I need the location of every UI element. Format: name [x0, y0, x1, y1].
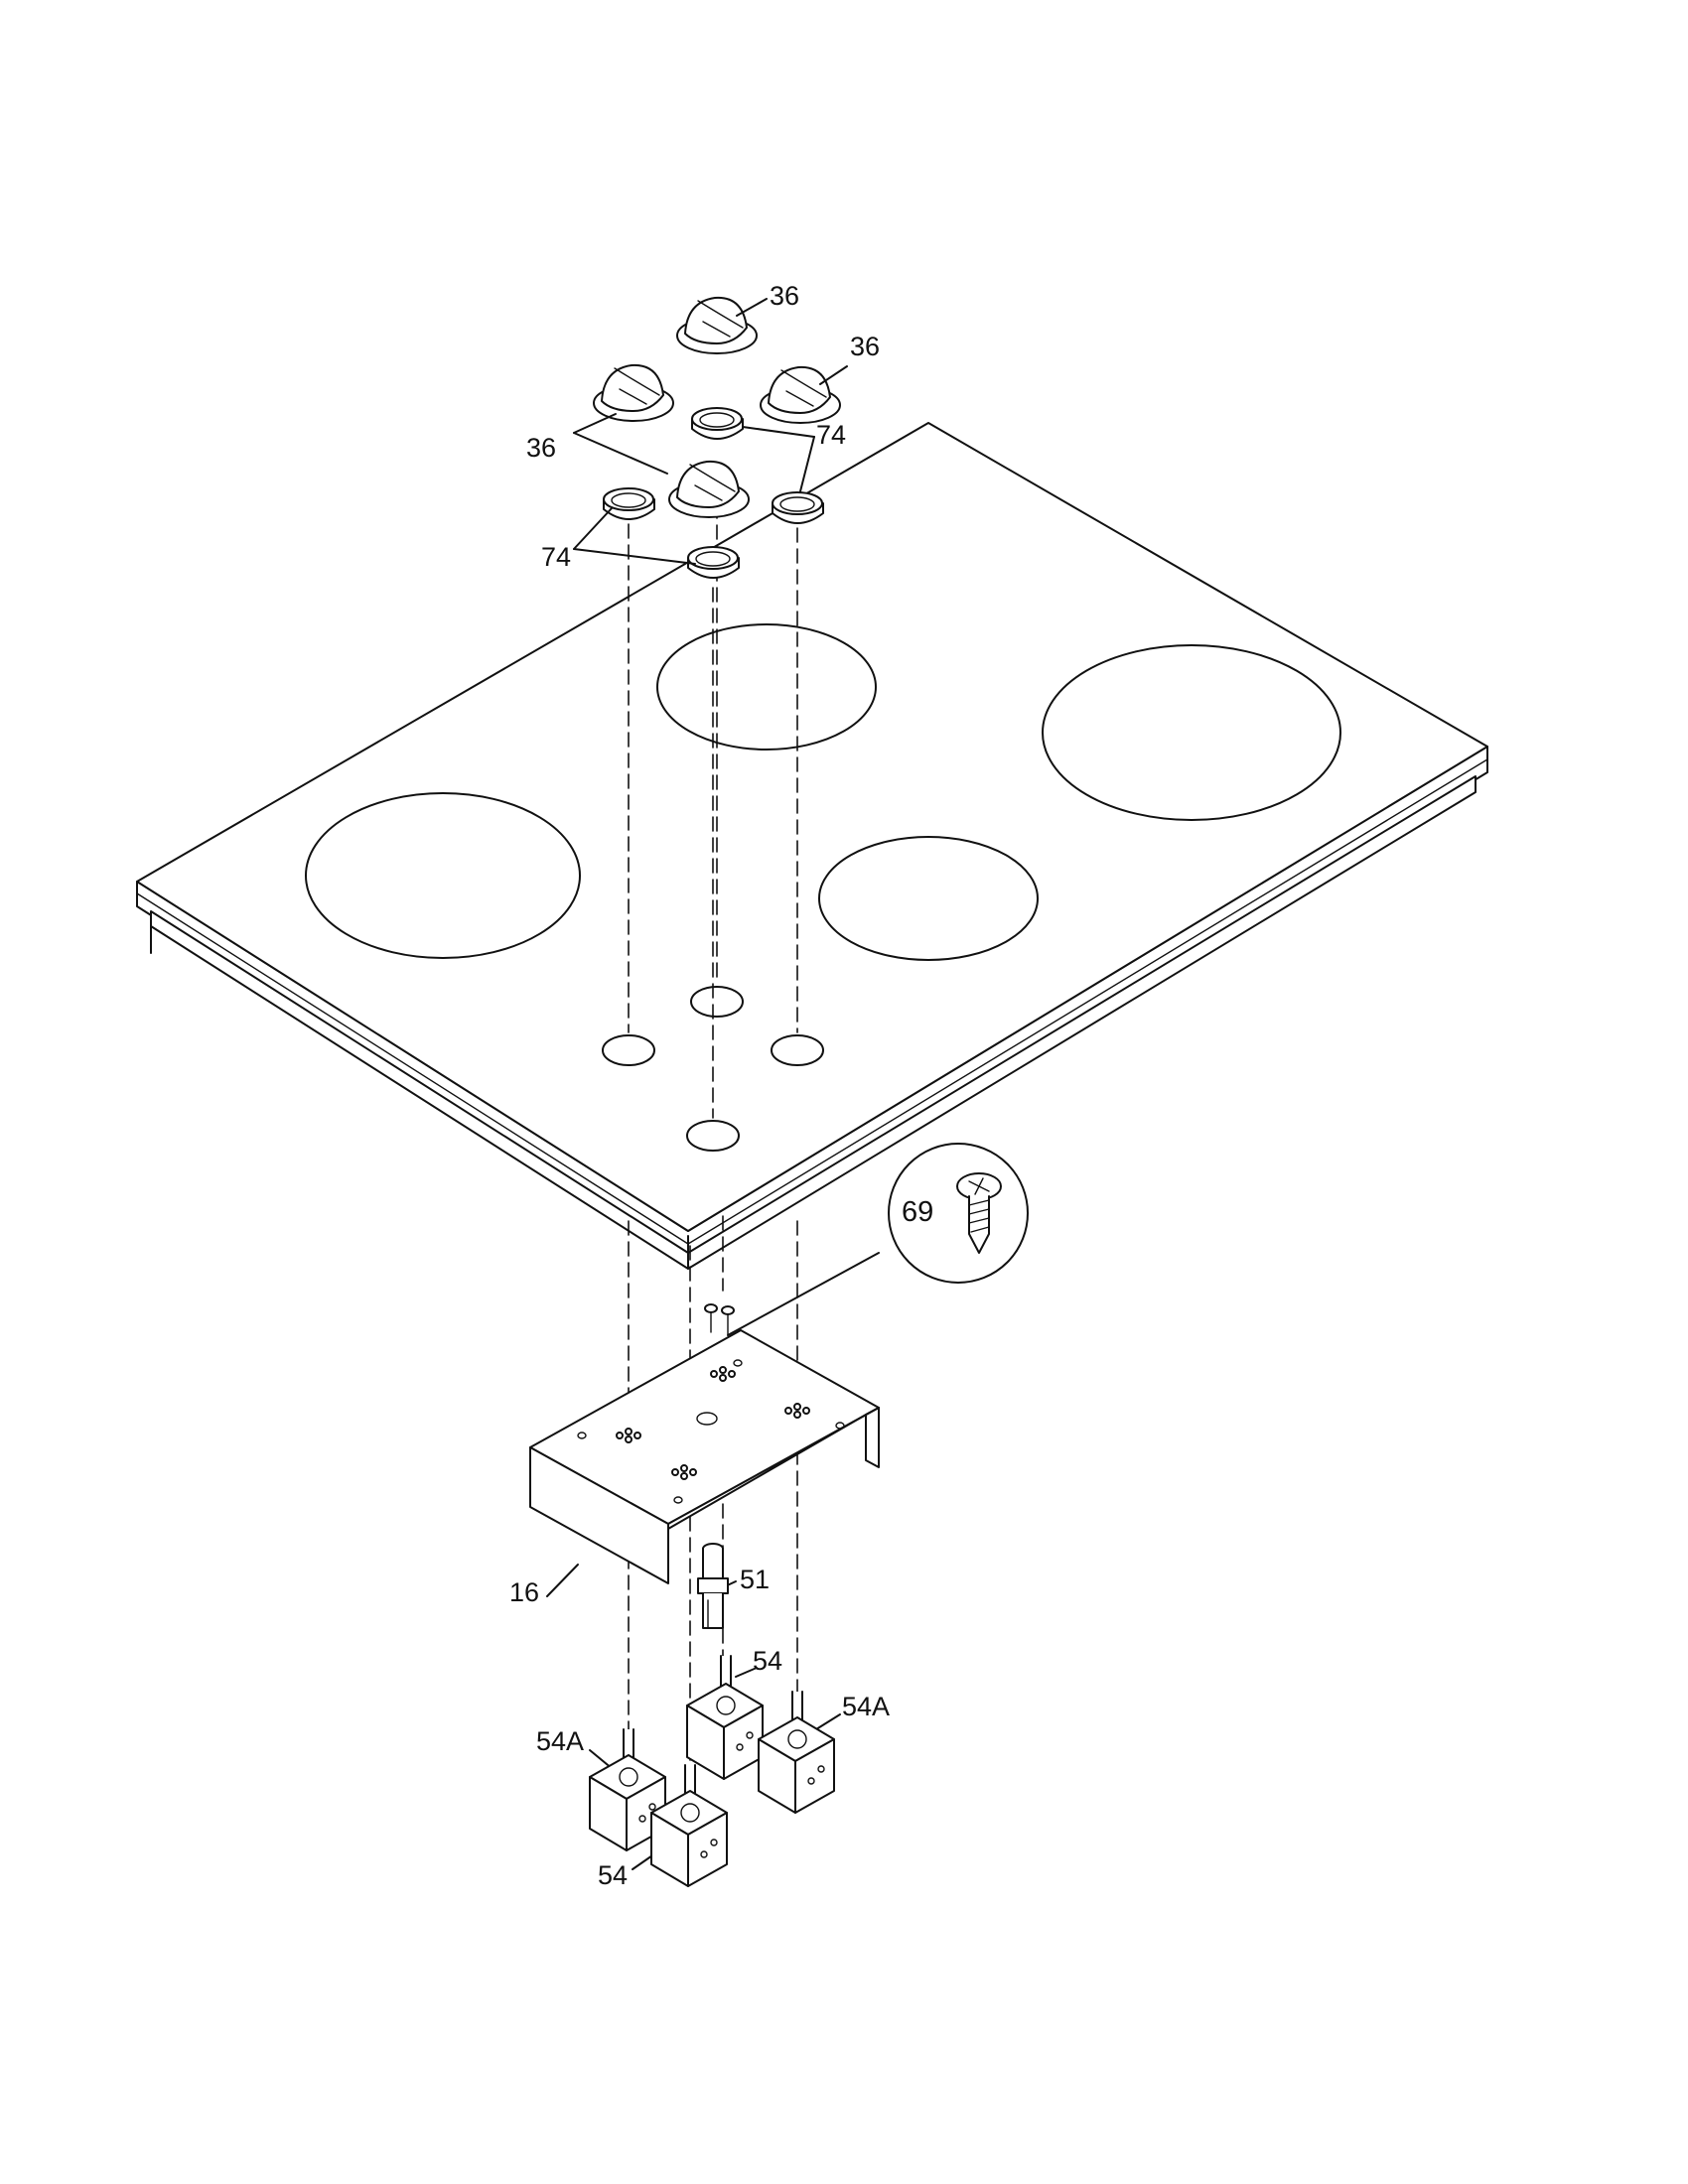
callout-screw-detail: 69 [902, 1196, 933, 1228]
cooking-zone-rear-center [656, 623, 877, 751]
callout-knob-right: 36 [850, 332, 880, 361]
callout-igniter-switch: 51 [740, 1565, 770, 1594]
igniter-switch-icon [697, 1543, 729, 1629]
callout-switch-center: 54 [753, 1646, 782, 1676]
cooktop-glass-top [136, 422, 1488, 1270]
callout-knob-top: 36 [770, 281, 799, 311]
shaft-hole [686, 1120, 740, 1152]
screw-icon [956, 1172, 1002, 1254]
infinite-switch-icon [650, 1764, 728, 1887]
control-knob-icon [760, 365, 841, 424]
callout-switch-front: 54 [598, 1860, 628, 1890]
knob-bezel-icon [691, 407, 744, 440]
screw-detail-bubble [888, 1143, 1029, 1284]
infinite-switch-icon [758, 1691, 835, 1814]
cooking-zone-right-front [818, 836, 1039, 961]
shaft-hole [771, 1034, 824, 1066]
cooking-zone-right-rear [1042, 644, 1341, 821]
shaft-hole [602, 1034, 655, 1066]
infinite-switch-icon [686, 1655, 764, 1780]
callout-bracket: 16 [509, 1577, 539, 1607]
control-knob-icon [668, 460, 750, 518]
control-knob-icon [593, 363, 674, 422]
knob-bezel-icon [772, 491, 824, 524]
leader-lines [546, 298, 880, 1870]
screw-icon [704, 1303, 735, 1335]
callout-bezel-right-pair: 74 [816, 420, 846, 450]
control-knob-icon [676, 296, 758, 354]
callout-bezel-left-pair: 74 [541, 542, 571, 572]
cooking-zone-left-front [305, 792, 581, 959]
control-bracket [529, 1329, 880, 1584]
callout-knob-left-pair: 36 [526, 433, 556, 463]
knob-bezel-icon [687, 546, 740, 579]
knob-bezel-icon [603, 487, 655, 520]
shaft-hole [690, 986, 744, 1018]
callout-switch-right: 54A [842, 1692, 890, 1721]
callout-switch-left: 54A [536, 1726, 584, 1756]
mount-rosette [616, 1366, 810, 1480]
